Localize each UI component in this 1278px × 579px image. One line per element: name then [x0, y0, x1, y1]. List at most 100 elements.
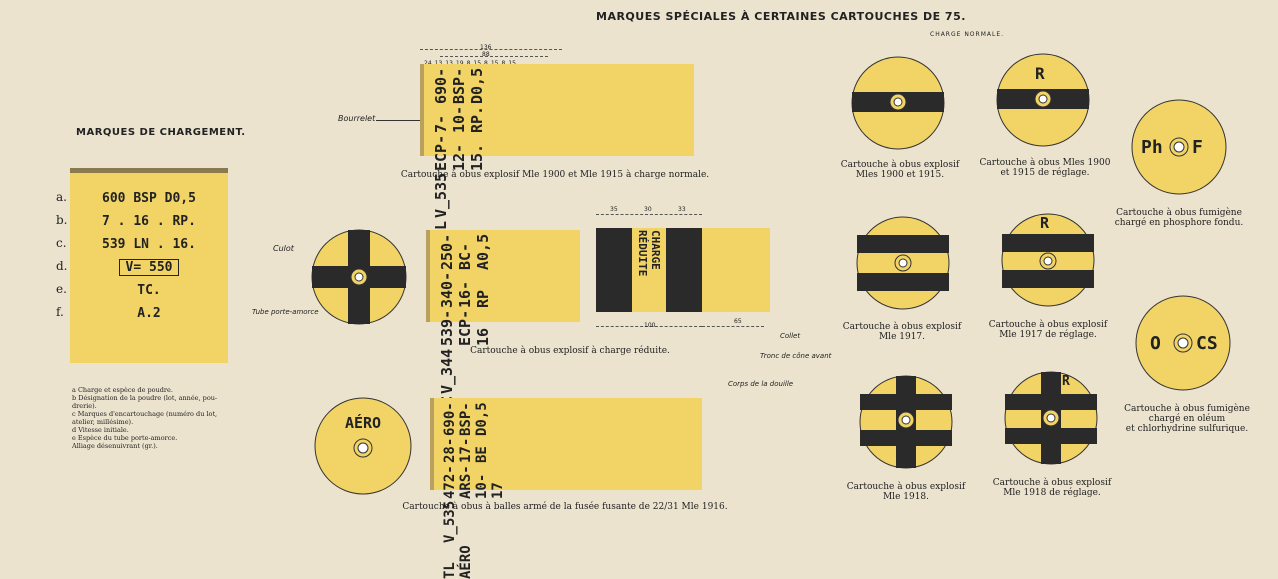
legend-line: b Désignation de la poudre (lot, année, …	[72, 394, 218, 402]
key-f: f.	[56, 305, 64, 319]
caption-line: Cartouche à obus explosif	[846, 482, 966, 492]
disk-5-caption: Cartouche à obus explosif Mle 1918.	[826, 482, 986, 502]
bourrelet-label: Bourrelet	[338, 114, 376, 123]
dim-30: 30	[644, 206, 652, 213]
caption-line: Mle 1917.	[878, 332, 926, 342]
loading-legend: a Charge et espèce de poudre. b Désignat…	[72, 386, 262, 450]
disk-1900-1915-reglage	[996, 53, 1090, 147]
disk-4-caption: Cartouche à obus explosif Mle 1917 de ré…	[968, 320, 1128, 340]
charge-normale-label: CHARGE NORMALE.	[930, 31, 1005, 38]
caption-line: et chlorhydrine sulfurique.	[1125, 424, 1249, 434]
smoke2-left: O	[1150, 333, 1161, 354]
caption-line: Cartouche à obus fumigène	[1124, 404, 1250, 414]
key-c: c.	[56, 236, 67, 250]
legend-line: e Espèce du tube porte-amorce.	[72, 434, 178, 442]
shell3-line2: 28-17-BE	[442, 437, 490, 464]
dim-part: 8	[502, 60, 506, 67]
dim-35: 35	[610, 206, 618, 213]
loading-row-d: V= 550	[118, 259, 180, 276]
tronc-label: Tronc de cône avant	[760, 352, 832, 360]
smoke2-caption: Cartouche à obus fumigène chargé en oléu…	[1102, 404, 1272, 434]
loading-row-a: 600 BSP D0,5	[102, 191, 196, 206]
legend-line: drerie).	[72, 402, 97, 410]
shell3-line5: TL AÉRO	[442, 544, 474, 579]
dim-part: 13	[435, 60, 443, 67]
dim-part: 24	[424, 60, 432, 67]
caption-line: Mles 1900 et 1915.	[855, 170, 945, 180]
smoke-disk-phosphore	[1131, 99, 1227, 195]
smoke1-left: Ph	[1141, 137, 1163, 158]
shell1-line3: ECP-12-15.	[432, 135, 486, 172]
dim-33: 33	[678, 206, 686, 213]
dim-65: 65	[734, 318, 742, 325]
dim-total: 136	[480, 44, 492, 51]
bourrelet-leader	[376, 120, 420, 121]
caption-line: et 1915 de réglage.	[1000, 168, 1090, 178]
disk-4-mark: R	[1040, 214, 1050, 232]
loading-keys: a. b. c. d. e. f.	[56, 190, 80, 328]
disk-1917-reglage	[1001, 213, 1095, 307]
key-e: e.	[56, 282, 67, 296]
caption-line: chargé en phosphore fondu.	[1114, 218, 1244, 228]
collet-label: Collet	[780, 332, 801, 340]
dim-100: 100	[644, 322, 656, 329]
legend-line: c Marques d'encartouchage (numéro du lot…	[72, 410, 218, 418]
dim-part: 19	[456, 60, 464, 67]
tube-label: Tube porte-amorce	[252, 308, 319, 316]
loading-row-e: TC.	[137, 283, 161, 298]
disk-1918-reglage	[1004, 371, 1098, 465]
shell3-line1: 690-BSP-D0,5	[442, 402, 490, 436]
caption-line: Cartouche à obus Mles 1900	[979, 158, 1111, 168]
dim-88: 88	[482, 51, 490, 58]
shell3-body: 690-BSP-D0,5 28-17-BE 472-ARS-10-17 V_53…	[430, 398, 702, 579]
disk-6-mark: R	[1062, 374, 1070, 389]
key-a: a.	[56, 190, 67, 204]
shell1-body: 690-BSP-D0,5 7-10-RP. ECP-12-15. V_535 T…	[420, 64, 694, 239]
smoke1-caption: Cartouche à obus fumigène chargé en phos…	[1100, 208, 1258, 228]
shell1-caption: Cartouche à obus explosif Mle 1900 et Ml…	[400, 170, 710, 180]
key-b: b.	[56, 213, 68, 227]
disk-6-caption: Cartouche à obus explosif Mle 1918 de ré…	[972, 478, 1132, 498]
shell3-base-disk	[314, 397, 412, 495]
caption-line: Cartouche à obus explosif	[842, 322, 962, 332]
caption-line: Mle 1918 de réglage.	[1003, 488, 1101, 498]
corps-label: Corps de la douille	[728, 380, 794, 388]
shell3-line3: 472-ARS-10-17	[442, 465, 506, 499]
shell2-body: 250-BC-A0,5 340-16-RP 539-ECP-16 V_344 T…	[426, 230, 580, 414]
shell1-line4: V_535	[432, 173, 450, 219]
caption-line: Cartouche à obus fumigène	[1116, 208, 1242, 218]
shell2-line1: 250-BC-A0,5	[438, 234, 492, 271]
shell2-base-disk	[311, 229, 407, 325]
disk-1-caption: Cartouche à obus explosif Mles 1900 et 1…	[820, 160, 980, 180]
disk-2-mark: R	[1035, 64, 1045, 83]
key-d: d.	[56, 259, 68, 273]
caption-line: Mle 1918.	[882, 492, 930, 502]
dim-part: 8	[467, 60, 471, 67]
caption-line: Cartouche à obus explosif	[840, 160, 960, 170]
legend-line: d Vitesse initiale.	[72, 426, 129, 434]
shell3-caption: Cartouche à obus à balles armé de la fus…	[402, 502, 728, 512]
disk-1900-1915	[851, 56, 945, 150]
culot-label: Culot	[273, 244, 294, 253]
smoke1-right: F	[1192, 137, 1203, 158]
loading-row-f: A.2	[137, 306, 161, 321]
smoke-disk-oleum	[1135, 295, 1231, 391]
dim-part: 15	[508, 60, 516, 67]
dim-part: 8	[484, 60, 488, 67]
shell2-line3: 539-ECP-16	[438, 310, 492, 347]
dim-part: 15	[491, 60, 499, 67]
main-title: MARQUES SPÉCIALES À CERTAINES CARTOUCHES…	[596, 10, 966, 23]
shell2-neck: CHARGE RÉDUITE	[596, 228, 770, 312]
loading-row-c: 539 LN . 16.	[102, 237, 196, 252]
caption-line: Mle 1917 de réglage.	[999, 330, 1097, 340]
loading-title: MARQUES DE CHARGEMENT.	[76, 127, 246, 138]
aero-disk-label: AÉRO	[344, 414, 382, 432]
smoke2-right: CS	[1196, 333, 1218, 354]
disk-2-caption: Cartouche à obus Mles 1900 et 1915 de ré…	[965, 158, 1125, 178]
shell1-line2: 7-10-RP.	[432, 106, 486, 134]
shell1-dimensions: 136 88 24 13 13 19 8 15 8 15 8 15	[420, 44, 562, 67]
loading-row-b: 7 . 16 . RP.	[102, 214, 196, 229]
disk-3-caption: Cartouche à obus explosif Mle 1917.	[822, 322, 982, 342]
caption-line: Cartouche à obus explosif	[988, 320, 1108, 330]
disk-1918	[859, 375, 953, 469]
